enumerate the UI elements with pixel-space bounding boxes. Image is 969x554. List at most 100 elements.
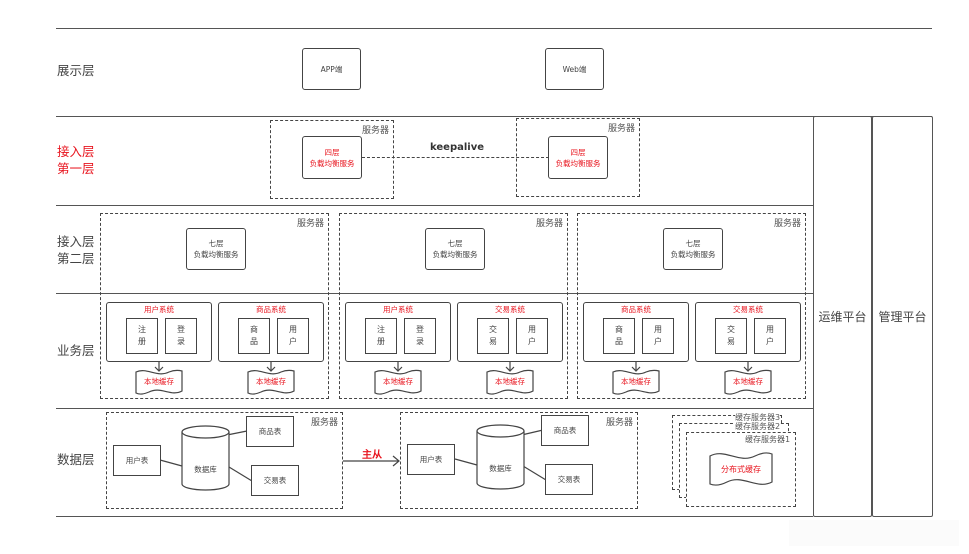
replication-label: 主从 — [362, 450, 382, 461]
cache-server-1-label: 缓存服务器1 — [745, 435, 791, 444]
local-cache-label: 本地缓存 — [144, 377, 174, 386]
local-cache-label: 本地缓存 — [256, 377, 286, 386]
cache-server-3-label: 缓存服务器3 — [735, 413, 781, 422]
distributed-cache-shape — [709, 452, 773, 486]
business-module[interactable]: 注 册 — [365, 318, 397, 354]
server-label: 服务器 — [607, 124, 635, 134]
app-server-cluster: 服务器 — [339, 213, 568, 399]
local-cache: 本地缓存 — [612, 368, 660, 396]
db-server-slave: 服务器 — [400, 412, 638, 509]
layer-label-access1: 接入层 第一层 — [57, 144, 95, 176]
layer-label-business: 业务层 — [57, 343, 95, 358]
arrow-down-icon — [393, 361, 403, 372]
server-label: 服务器 — [773, 219, 801, 229]
db-label-master: 数据库 — [194, 465, 217, 474]
database-cylinder-master — [181, 425, 230, 491]
lb7-service[interactable]: 七层 负载均衡服务 — [663, 228, 723, 270]
local-cache-shape — [135, 369, 183, 395]
business-module[interactable]: 交 易 — [477, 318, 509, 354]
business-module[interactable]: 商 品 — [603, 318, 635, 354]
app-server-cluster: 服务器 — [577, 213, 806, 399]
separator-top — [56, 28, 932, 29]
local-cache-shape — [247, 369, 295, 395]
distributed-cache-label: 分布式缓存 — [721, 465, 761, 474]
local-cache-shape — [486, 369, 534, 395]
app-server-cluster: 服务器 — [100, 213, 329, 399]
layer-label-access2: 接入层 第二层 — [57, 234, 95, 266]
business-module[interactable]: 用 户 — [642, 318, 674, 354]
business-system-title: 商品系统 — [621, 305, 651, 314]
local-cache-label: 本地缓存 — [383, 377, 413, 386]
separator-bottom — [56, 516, 813, 517]
database-cylinder-slave — [476, 424, 525, 490]
business-system[interactable]: 用户系统注 册登 录 — [106, 302, 212, 362]
business-system-title: 用户系统 — [144, 305, 174, 314]
business-system[interactable]: 交易系统交 易用 户 — [457, 302, 563, 362]
business-module[interactable]: 交 易 — [715, 318, 747, 354]
business-module[interactable]: 用 户 — [754, 318, 786, 354]
connector-db-trade — [228, 466, 253, 482]
lb4-service-primary[interactable]: 四层 负载均衡服务 — [302, 136, 362, 179]
table-trade-master[interactable]: 交易表 — [251, 465, 299, 496]
separator-business-data — [56, 408, 813, 409]
table-product-master[interactable]: 商品表 — [246, 416, 294, 447]
business-system[interactable]: 用户系统注 册登 录 — [345, 302, 451, 362]
business-module[interactable]: 用 户 — [277, 318, 309, 354]
business-system[interactable]: 商品系统商 品用 户 — [583, 302, 689, 362]
business-module[interactable]: 商 品 — [238, 318, 270, 354]
layer-label-data: 数据层 — [57, 452, 95, 467]
keepalive-label: keepalive — [430, 142, 485, 153]
local-cache-label: 本地缓存 — [621, 377, 651, 386]
layer-label-presentation: 展示层 — [57, 63, 95, 78]
arrow-down-icon — [154, 361, 164, 372]
local-cache-shape — [612, 369, 660, 395]
server-label: 服务器 — [535, 219, 563, 229]
lb7-service[interactable]: 七层 负载均衡服务 — [425, 228, 485, 270]
watermark-area — [789, 520, 959, 546]
business-system-title: 交易系统 — [733, 305, 763, 314]
business-system-title: 交易系统 — [495, 305, 525, 314]
local-cache: 本地缓存 — [135, 368, 183, 396]
local-cache-label: 本地缓存 — [733, 377, 763, 386]
arrow-down-icon — [505, 361, 515, 372]
table-product-slave[interactable]: 商品表 — [541, 415, 589, 446]
table-user-master[interactable]: 用户表 — [113, 445, 161, 476]
local-cache: 本地缓存 — [486, 368, 534, 396]
client-app[interactable]: APP端 — [302, 48, 361, 90]
business-module[interactable]: 登 录 — [165, 318, 197, 354]
table-trade-slave[interactable]: 交易表 — [545, 464, 593, 495]
cache-server-2-label: 缓存服务器2 — [735, 422, 781, 431]
local-cache-shape — [374, 369, 422, 395]
arrow-down-icon — [631, 361, 641, 372]
server-label: 服务器 — [310, 418, 338, 428]
replication-arrow-head — [392, 455, 400, 467]
business-module[interactable]: 登 录 — [404, 318, 436, 354]
platform-admin[interactable]: 管理平台 — [872, 116, 933, 517]
lb7-service[interactable]: 七层 负载均衡服务 — [186, 228, 246, 270]
server-lb4-primary: 服务器 — [270, 120, 394, 199]
separator-access1-access2 — [56, 205, 813, 206]
business-system[interactable]: 商品系统商 品用 户 — [218, 302, 324, 362]
db-server-master: 服务器 — [106, 412, 343, 509]
local-cache-label: 本地缓存 — [495, 377, 525, 386]
connector-db-trade — [522, 465, 547, 481]
table-user-slave[interactable]: 用户表 — [407, 444, 455, 475]
server-label: 服务器 — [296, 219, 324, 229]
local-cache: 本地缓存 — [374, 368, 422, 396]
connector-user-db — [454, 458, 478, 466]
server-label: 服务器 — [605, 418, 633, 428]
business-module[interactable]: 用 户 — [516, 318, 548, 354]
platform-ops[interactable]: 运维平台 — [813, 116, 872, 517]
business-system-title: 商品系统 — [256, 305, 286, 314]
business-module[interactable]: 注 册 — [126, 318, 158, 354]
separator-presentation-access1 — [56, 116, 932, 117]
local-cache: 本地缓存 — [247, 368, 295, 396]
business-system[interactable]: 交易系统交 易用 户 — [695, 302, 801, 362]
arrow-down-icon — [743, 361, 753, 372]
separator-access2-business — [56, 293, 813, 294]
lb4-service-secondary[interactable]: 四层 负载均衡服务 — [548, 136, 608, 179]
server-label: 服务器 — [361, 126, 389, 136]
local-cache-shape — [724, 369, 772, 395]
client-web[interactable]: Web端 — [545, 48, 604, 90]
